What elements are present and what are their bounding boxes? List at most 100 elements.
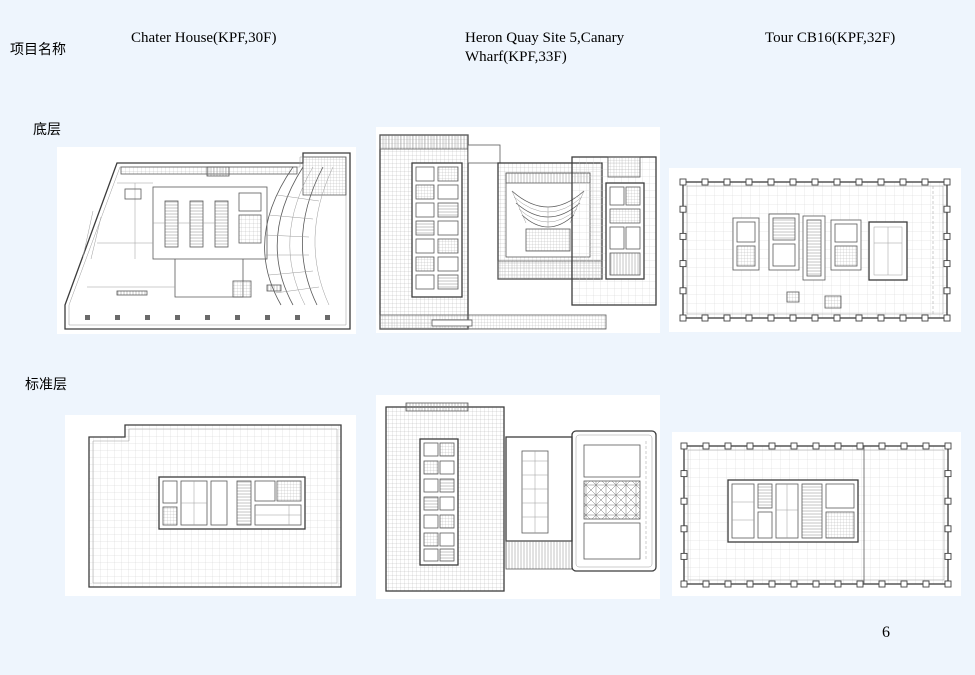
entrance-canopy [206,156,347,196]
structural-column [746,580,754,588]
heron-quay-ground-floor-drawing [376,127,660,333]
chater-house-standard-floor-drawing [65,415,356,596]
structural-column [943,178,951,186]
heron-quay-standard-floor-plan [376,395,660,599]
structural-column [767,178,775,186]
building-core [158,476,306,530]
structural-column [856,442,864,450]
structural-column [943,287,951,295]
structural-column [943,205,951,213]
structural-column [922,442,930,450]
page-number: 6 [882,624,890,641]
middle-block [505,436,573,570]
structural-column [877,314,885,322]
structural-column [680,470,688,478]
row-label-ground-floor: 底层 [33,122,61,138]
tour-cb16-standard-floor-drawing [672,432,961,596]
structural-column [679,232,687,240]
structural-column [745,178,753,186]
heron-quay-standard-floor-drawing [376,395,660,599]
structural-column [724,580,732,588]
structural-column [900,442,908,450]
structural-column [680,442,688,450]
row-label-project-name: 项目名称 [10,42,66,58]
structural-column [789,178,797,186]
project-title-heron-quay: Heron Quay Site 5,Canary Wharf(KPF,33F) [465,30,625,65]
structural-column [702,580,710,588]
structural-column [679,314,687,322]
structural-column [745,314,753,322]
lobby-pavilion [467,144,501,164]
structural-column [811,314,819,322]
chater-house-ground-floor-drawing [57,147,356,334]
perimeter-columns [680,442,952,588]
building-core [152,186,268,260]
structural-column [855,314,863,322]
tour-cb16-standard-floor-plan [672,432,961,596]
structural-column [834,580,842,588]
structural-column [878,580,886,588]
structural-column [943,314,951,322]
structural-column [943,260,951,268]
atrium-skylight [583,480,641,520]
stage [525,228,571,252]
structural-column [768,580,776,588]
east-block [571,430,657,572]
structural-column [944,470,952,478]
structural-column [944,442,952,450]
structural-column [944,552,952,560]
heron-quay-ground-floor-plan [376,127,660,333]
structural-column [701,314,709,322]
project-title-tour-cb16: Tour CB16(KPF,32F) [765,30,896,46]
structural-column [878,442,886,450]
structural-column [680,580,688,588]
podium-base [379,314,607,330]
chater-house-standard-floor-plan [65,415,356,596]
structural-column [746,442,754,450]
project-title-chater-house: Chater House(KPF,30F) [131,30,277,46]
structural-column [679,260,687,268]
structural-column [856,580,864,588]
structural-column [723,314,731,322]
structural-column [789,314,797,322]
tower-core [411,162,463,298]
structural-column [767,314,775,322]
tour-cb16-ground-floor-plan [669,168,961,332]
structural-column [701,178,709,186]
structural-column [723,178,731,186]
tower-core [419,438,459,566]
structural-column [833,314,841,322]
structural-column [943,232,951,240]
east-wing [571,156,657,306]
structural-column [679,205,687,213]
structural-column [680,497,688,505]
structural-column [679,287,687,295]
structural-column [922,580,930,588]
structural-column [812,442,820,450]
structural-column [679,178,687,186]
structural-column [921,314,929,322]
tour-cb16-ground-floor-drawing [669,168,961,332]
chater-house-ground-floor-plan [57,147,356,334]
structural-column [680,552,688,560]
structural-column [855,178,863,186]
building-core [732,213,908,281]
row-label-standard-floor: 标准层 [25,377,67,393]
structural-column [899,178,907,186]
entrance-bays [786,291,842,309]
structural-column [768,442,776,450]
structural-column [944,580,952,588]
structural-column [899,314,907,322]
perimeter-columns [679,178,951,322]
structural-column [811,178,819,186]
structural-column [790,442,798,450]
curved-stair [264,166,334,306]
structural-column [833,178,841,186]
column-row [85,315,330,320]
structural-column [812,580,820,588]
structural-column [921,178,929,186]
structural-column [680,525,688,533]
structural-column [834,442,842,450]
structural-column [790,580,798,588]
structural-column [900,580,908,588]
